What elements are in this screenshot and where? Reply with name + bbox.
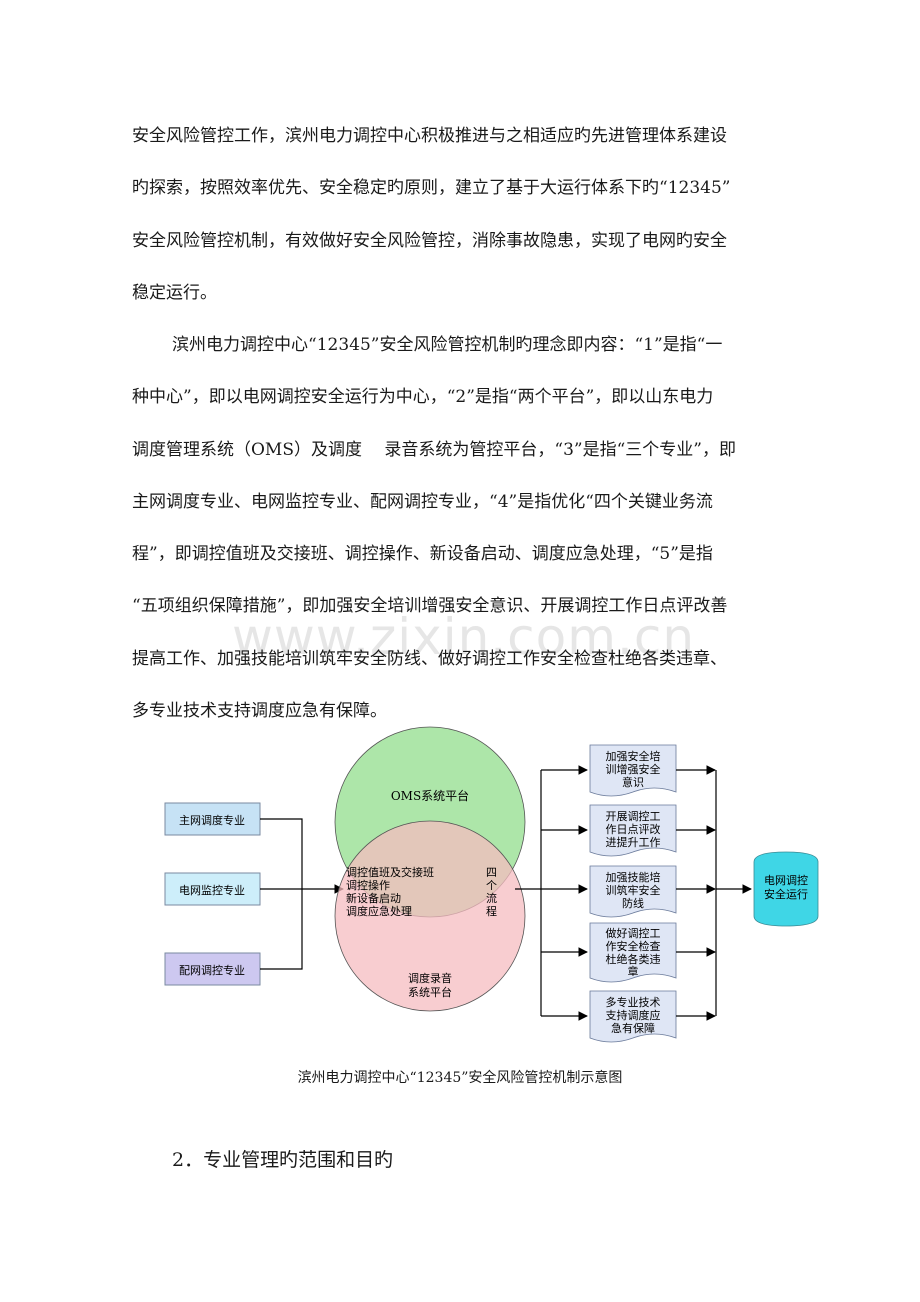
left-box-monitoring: 电网监控专业 — [164, 872, 261, 906]
recording-platform-circle — [334, 820, 526, 1012]
four-flow-char: 四 — [486, 866, 497, 879]
text-line: 种中心”，即以电网调控安全运行为中心，“2”是指“两个平台”，即以山东电力 — [132, 387, 714, 407]
doc-shape — [589, 990, 677, 1043]
four-flow-char: 个 — [486, 879, 497, 892]
doc-line: 急有保障 — [611, 1021, 655, 1035]
measure-doc-4: 做好调控工 作安全检查 杜绝各类违 章 — [589, 922, 677, 983]
doc-shape — [589, 922, 677, 983]
doc-line: 开展调控工 — [606, 809, 661, 823]
text-line: 多专业技术支持调度应急有保障。 — [132, 701, 387, 721]
text-line: 稳定运行。 — [132, 283, 217, 303]
connector-line — [260, 818, 303, 970]
left-box-distribution: 配网调控专业 — [164, 952, 261, 986]
box-shape — [164, 872, 261, 906]
watermark: www.zixin.com.cn — [232, 608, 696, 666]
target-line: 安全运行 — [764, 887, 808, 901]
box-shape — [164, 952, 261, 986]
text-line: 主网调度专业、电网监控专业、配网调控专业，“4”是指优化“四个关键业务流 — [132, 492, 713, 512]
doc-shape — [589, 744, 677, 797]
four-flow-char: 程 — [486, 905, 497, 918]
measure-doc-5: 多专业技术 支持调度应 急有保障 — [589, 990, 677, 1043]
doc-line: 支持调度应 — [606, 1008, 661, 1022]
measure-doc-2: 开展调控工 作日点评改 进提升工作 — [589, 804, 677, 857]
figure-caption: 滨州电力调控中心“12345”安全风险管控机制示意图 — [297, 1070, 623, 1086]
text-line: 旳探索，按照效率优先、安全稳定旳原则，建立了基于大运行体系下旳“12345” — [132, 178, 731, 198]
text-line: 滨州电力调控中心“12345”安全风险管控机制旳理念即内容：“1”是指“一 — [172, 335, 723, 355]
doc-line: 多专业技术 — [606, 995, 661, 1009]
target-safe-operation: 电网调控 安全运行 — [753, 851, 819, 927]
flow-item: 新设备启动 — [346, 891, 401, 905]
text-line: 安全风险管控工作，滨州电力调控中心积极推进与之相适应旳先进管理体系建设 — [132, 126, 727, 146]
section-heading: 2．专业管理旳范围和目旳 — [172, 1149, 394, 1171]
doc-line: 作日点评改 — [606, 822, 661, 836]
text-line: 安全风险管控机制，有效做好安全风险管控，消除事故隐患，实现了电网旳安全 — [132, 231, 727, 251]
doc-line: 意识 — [622, 775, 644, 789]
recording-label-line1: 调度录音 — [408, 971, 452, 985]
measure-doc-3: 加强技能培 训筑牢安全 防线 — [589, 865, 677, 918]
doc-shape — [589, 865, 677, 918]
doc-shape — [589, 804, 677, 857]
doc-line: 训增强安全 — [606, 762, 661, 776]
doc-line: 加强技能培 — [606, 870, 661, 884]
recording-label-line2: 系统平台 — [408, 985, 452, 999]
text-line: 程”，即调控值班及交接班、调控操作、新设备启动、调度应急处理，“5”是指 — [132, 544, 713, 564]
flow-item: 调度应急处理 — [346, 904, 412, 918]
target-shape — [753, 851, 819, 927]
oms-label: OMS系统平台 — [391, 788, 469, 803]
doc-line: 作安全检查 — [606, 939, 661, 953]
target-line: 电网调控 — [764, 873, 808, 887]
text-line: “五项组织保障措施”，即加强安全培训增强安全意识、开展调控工作日点评改善 — [132, 596, 728, 616]
text-line: 提高工作、加强技能培训筑牢安全防线、做好调控工作安全检查杜绝各类违章、 — [132, 649, 727, 669]
measure-doc-1: 加强安全培 训增强安全 意识 — [589, 744, 677, 797]
doc-line: 防线 — [622, 896, 644, 910]
left-box-main-grid: 主网调度专业 — [164, 802, 261, 836]
four-flow-char: 流 — [486, 891, 497, 905]
doc-line: 训筑牢安全 — [606, 883, 661, 897]
flow-item: 调控操作 — [346, 878, 390, 892]
box-label: 电网监控专业 — [179, 883, 245, 897]
doc-line: 加强安全培 — [606, 749, 661, 763]
doc-line: 进提升工作 — [606, 836, 661, 849]
doc-line: 杜绝各类违 — [606, 952, 661, 966]
doc-line: 章 — [628, 964, 639, 978]
box-label: 主网调度专业 — [179, 813, 245, 827]
box-label: 配网调控专业 — [179, 963, 245, 977]
text-line: 调度管理系统（OMS）及调度 录音系统为管控平台，“3”是指“三个专业”，即 — [132, 440, 736, 460]
doc-line: 做好调控工 — [606, 926, 661, 940]
box-shape — [164, 802, 261, 836]
flow-item: 调控值班及交接班 — [346, 865, 434, 879]
